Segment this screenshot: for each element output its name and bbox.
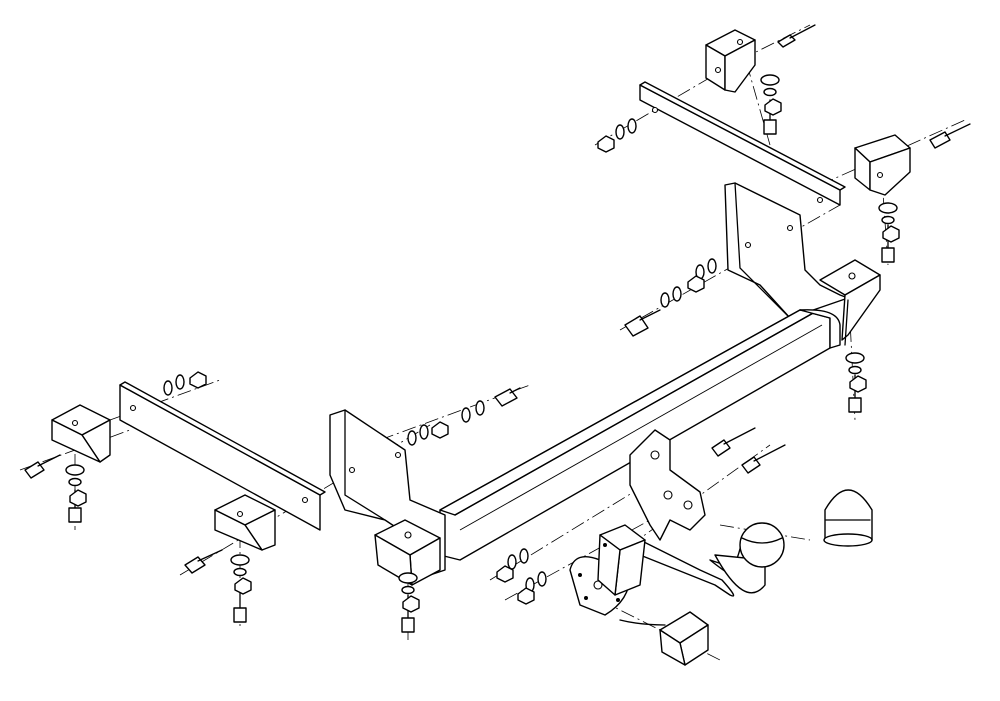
left-outer-bracket — [51, 404, 111, 463]
left-bracket — [214, 494, 276, 551]
bolt-ball-mount-2 — [741, 444, 786, 474]
bolts — [24, 24, 971, 633]
top-bracket — [705, 29, 756, 93]
crossbar — [439, 309, 841, 561]
washers — [65, 74, 898, 595]
electrical-socket — [597, 524, 646, 596]
ball-mount — [629, 429, 706, 541]
right-side-plate — [724, 182, 849, 319]
bolt-left-inner — [184, 549, 223, 574]
bolt-left-outer — [24, 454, 61, 479]
tow-ball — [739, 522, 785, 568]
bolt-ball-mount-1 — [711, 427, 756, 457]
nuts — [69, 98, 900, 613]
bolt-frame-right — [624, 309, 661, 337]
bolt-side-plate — [494, 387, 521, 407]
bolt-right-top — [777, 24, 816, 48]
connector-plug — [619, 611, 709, 666]
right-bracket — [819, 259, 881, 346]
ball-cover — [823, 489, 873, 547]
rear-frame-plate-left — [119, 381, 326, 531]
bolt-right-upper — [929, 123, 971, 149]
right-upper-bracket — [854, 134, 911, 196]
rear-frame-plate-right — [639, 81, 846, 206]
